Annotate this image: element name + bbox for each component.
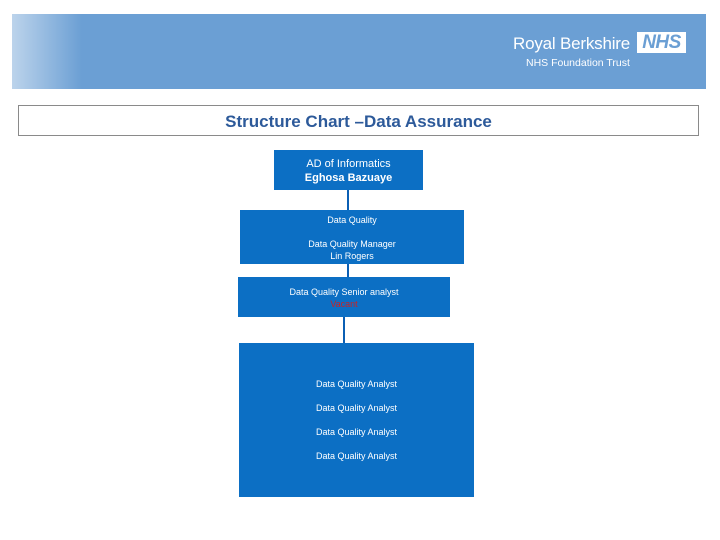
node-data-quality-manager: Data Quality Data Quality Manager Lin Ro…	[240, 210, 464, 264]
dq-team: Data Quality	[327, 215, 377, 225]
analyst-item: Data Quality Analyst	[315, 403, 398, 413]
vacant-status: Vacant	[330, 299, 358, 309]
connector-senior-analysts	[343, 317, 345, 343]
senior-role: Data Quality Senior analyst	[289, 287, 399, 297]
node-senior-analyst: Data Quality Senior analyst Vacant	[238, 277, 450, 317]
banner-fade	[12, 14, 82, 89]
brand-name: Royal Berkshire	[513, 34, 630, 53]
header-banner	[12, 14, 706, 89]
ad-name: Eghosa Bazuaye	[304, 172, 393, 184]
analyst-item: Data Quality Analyst	[315, 451, 398, 461]
node-ad-informatics: AD of Informatics Eghosa Bazuaye	[274, 150, 423, 190]
analyst-item: Data Quality Analyst	[315, 427, 398, 437]
node-analysts: Data Quality Analyst Data Quality Analys…	[239, 343, 474, 497]
connector-dq-senior	[347, 264, 349, 277]
spacer	[240, 226, 464, 238]
chart-title: Structure Chart –Data Assurance	[225, 112, 492, 131]
analyst-item: Data Quality Analyst	[315, 379, 398, 389]
dq-role: Data Quality Manager	[308, 239, 396, 249]
chart-title-box: Structure Chart –Data Assurance	[18, 105, 699, 136]
ad-role: AD of Informatics	[306, 158, 391, 170]
trust-subtitle: NHS Foundation Trust	[526, 57, 630, 69]
connector-ad-dq	[347, 190, 349, 210]
nhs-logo: NHS	[637, 32, 686, 53]
dq-name: Lin Rogers	[330, 251, 374, 261]
